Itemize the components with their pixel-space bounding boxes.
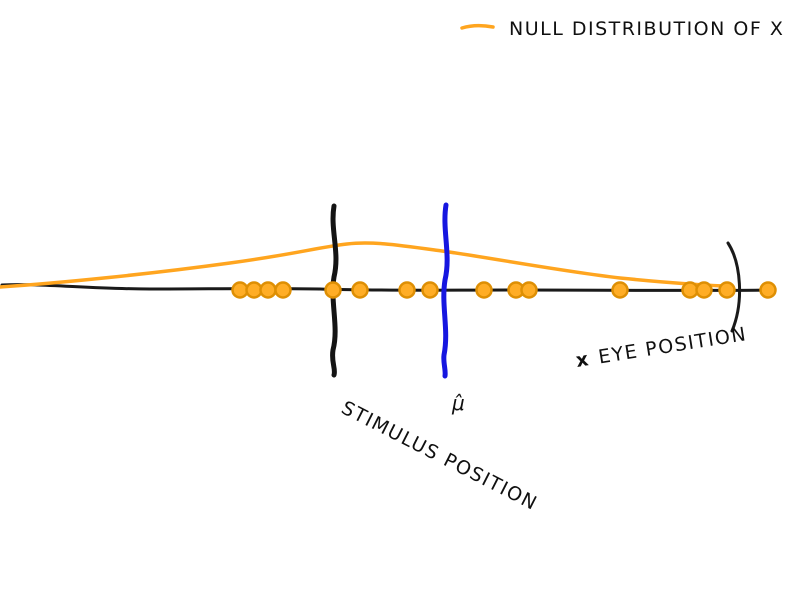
null-distribution-curve [0,241,726,289]
mu-hat-label: μ̂ [451,391,465,415]
eye-position-text: EYE POSITION [597,323,749,368]
eye-position-dot [718,281,736,299]
axis-end-bracket [726,241,742,333]
mu-hat-line [441,202,450,379]
eye-position-dot [259,281,277,299]
eye-position-axis [0,283,772,292]
eye-position-dot [695,281,713,299]
eye-position-dot [475,281,493,299]
eye-position-dot [324,281,342,299]
eye-position-dot [274,281,292,299]
stimulus-position-line [330,203,339,378]
eye-position-dot [520,281,538,299]
eye-position-dot [398,281,416,299]
eye-position-dot [421,281,439,299]
stimulus-position-label-group: STIMULUS POSITION [338,397,541,515]
eye-position-marker: x [574,348,591,372]
legend-line-swatch [460,23,495,30]
legend: NULL DISTRIBUTION OF X [460,18,784,40]
eye-position-dots [231,281,777,299]
eye-position-dot [759,281,777,299]
legend-label: NULL DISTRIBUTION OF X [509,18,784,40]
stimulus-position-label: STIMULUS POSITION [338,397,541,515]
eye-position-dot [611,281,629,299]
eye-position-dot [351,281,369,299]
